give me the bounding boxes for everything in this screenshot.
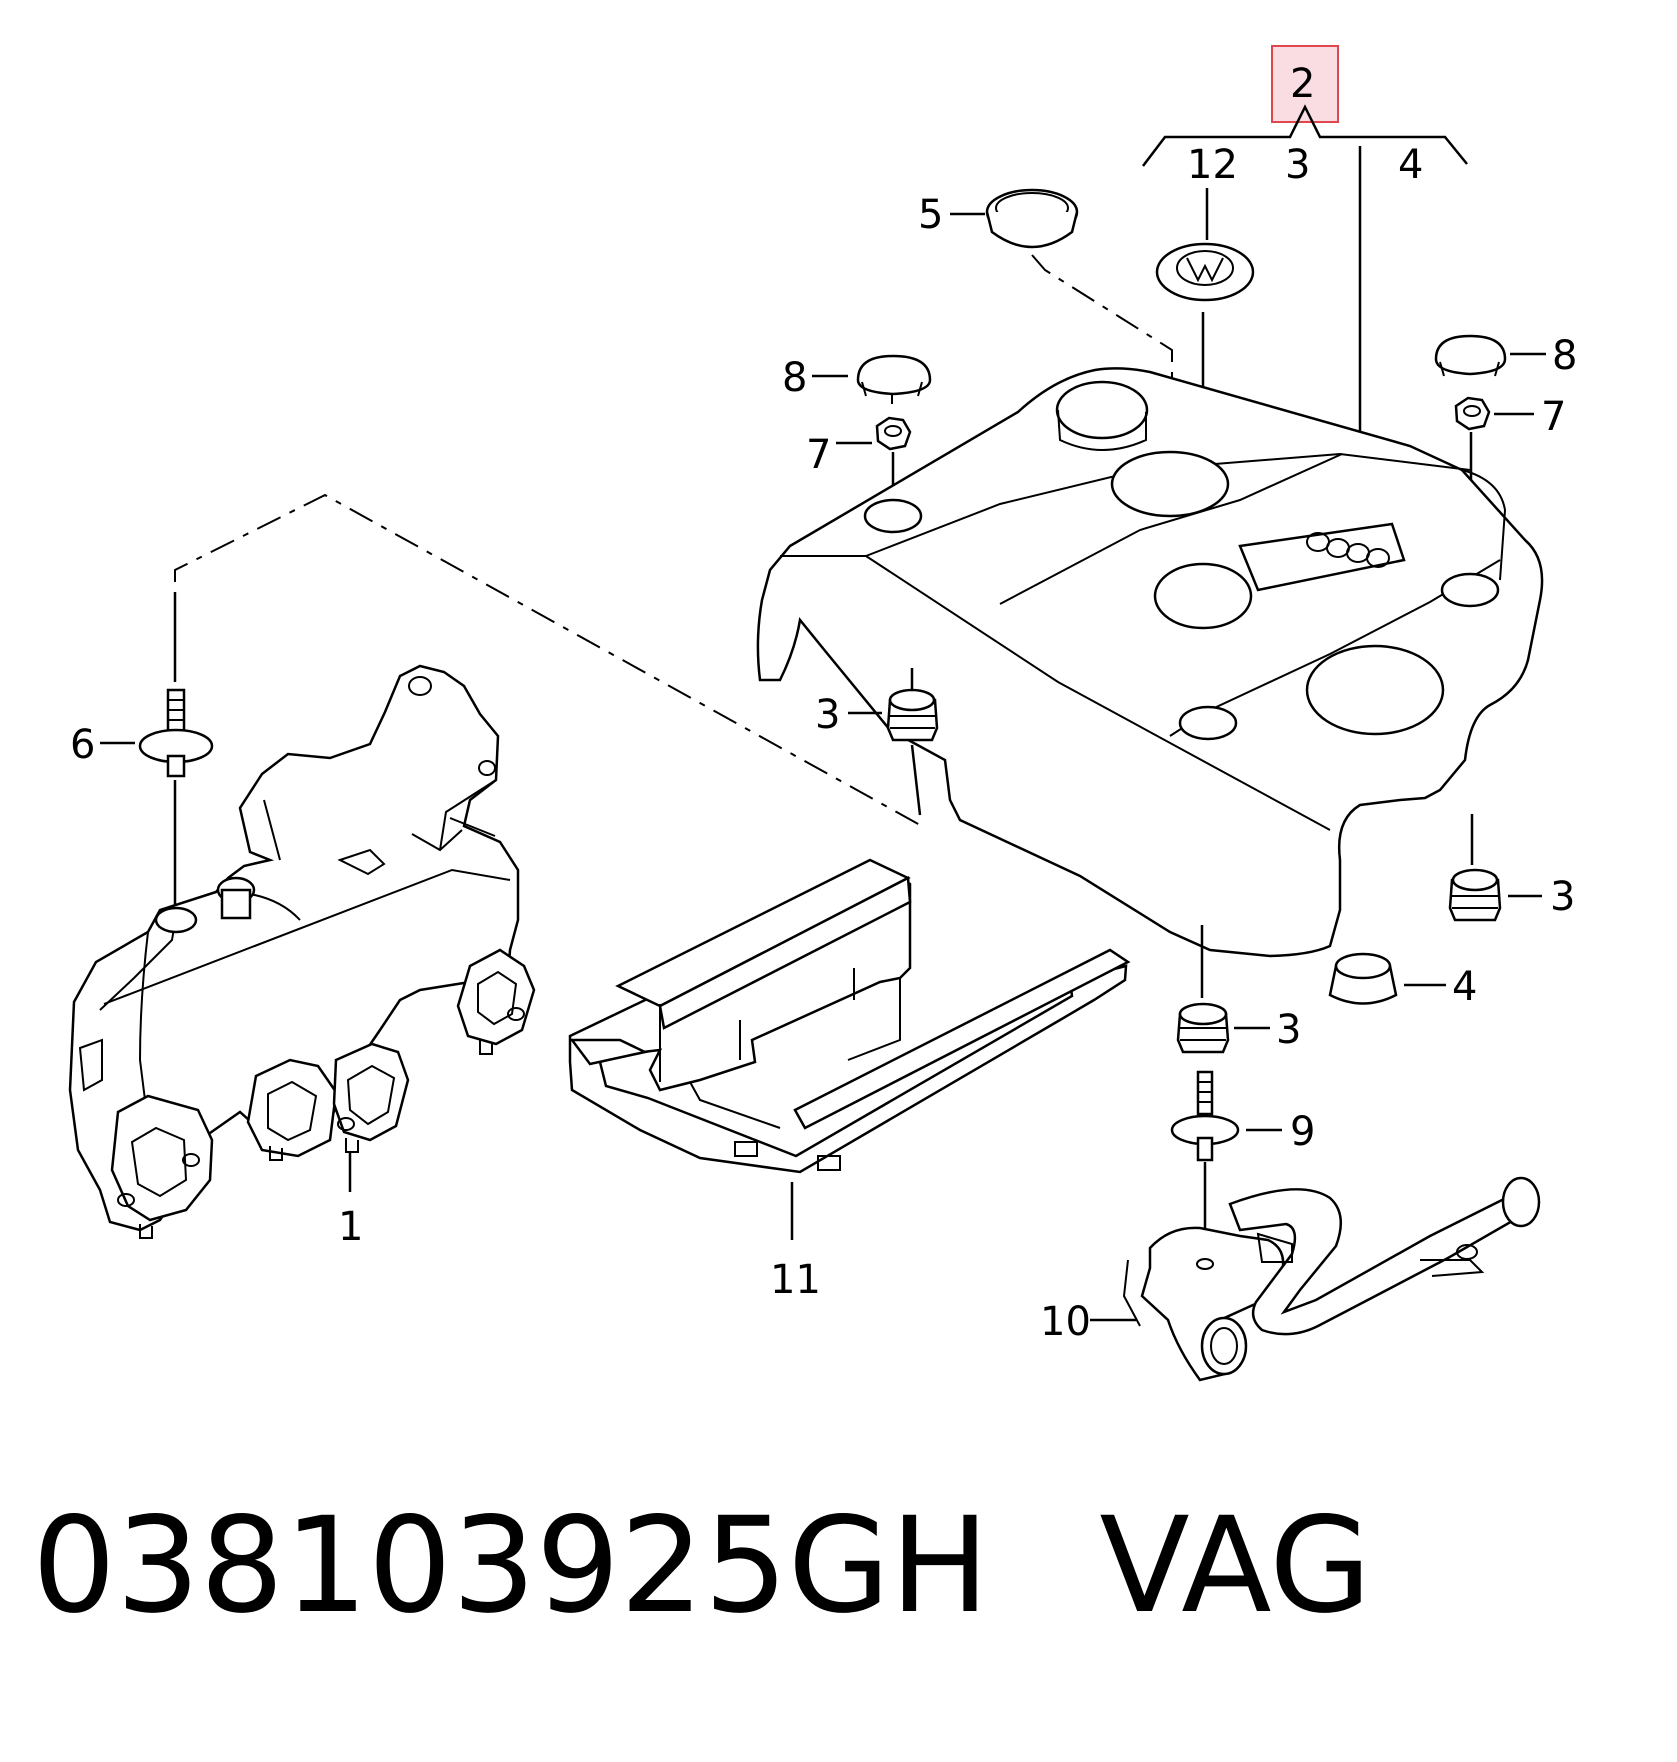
insulation-frame-part	[568, 858, 1131, 1174]
callout-1: 1	[338, 1204, 363, 1250]
callout-11: 11	[770, 1257, 821, 1303]
grommet-left-part	[886, 688, 939, 742]
cap-left-part	[856, 354, 932, 404]
callout-8-right: 8	[1552, 333, 1577, 379]
callout-9: 9	[1290, 1109, 1315, 1155]
grommet-bottom-part	[1176, 1002, 1230, 1054]
part-number: 038103925GH	[32, 1489, 990, 1643]
stud-bolt-6-part	[138, 688, 214, 778]
callout-3-bottom: 3	[1276, 1007, 1301, 1053]
grommet-right-part	[1448, 868, 1502, 922]
callout-5: 5	[918, 192, 943, 238]
bushing-part	[1328, 952, 1398, 1005]
cap-right-part	[1434, 334, 1507, 377]
brand-name: VAG	[1099, 1489, 1372, 1643]
nut-right-part	[1454, 396, 1491, 431]
callout-4-top: 4	[1398, 142, 1423, 188]
emblem-part	[1155, 242, 1255, 302]
callout-3-left: 3	[815, 692, 840, 738]
callout-8-left: 8	[782, 355, 807, 401]
callout-2: 2	[1290, 61, 1315, 107]
callout-4-right: 4	[1452, 964, 1477, 1010]
callout-7-left: 7	[806, 432, 831, 478]
ring-seal-part	[985, 188, 1079, 249]
bracket-line	[1142, 104, 1468, 167]
callout-3-top: 3	[1285, 142, 1310, 188]
nut-left-part	[875, 416, 912, 451]
engine-cover-part	[756, 367, 1544, 958]
exhaust-manifold-part	[68, 664, 536, 1239]
stud-bolt-9-part	[1170, 1070, 1240, 1162]
callout-6: 6	[70, 722, 95, 768]
callout-10: 10	[1040, 1299, 1091, 1345]
callout-3-right: 3	[1550, 874, 1575, 920]
coolant-pipe-part	[1122, 1176, 1541, 1382]
callout-12: 12	[1187, 142, 1238, 188]
callout-7-right: 7	[1541, 394, 1566, 440]
